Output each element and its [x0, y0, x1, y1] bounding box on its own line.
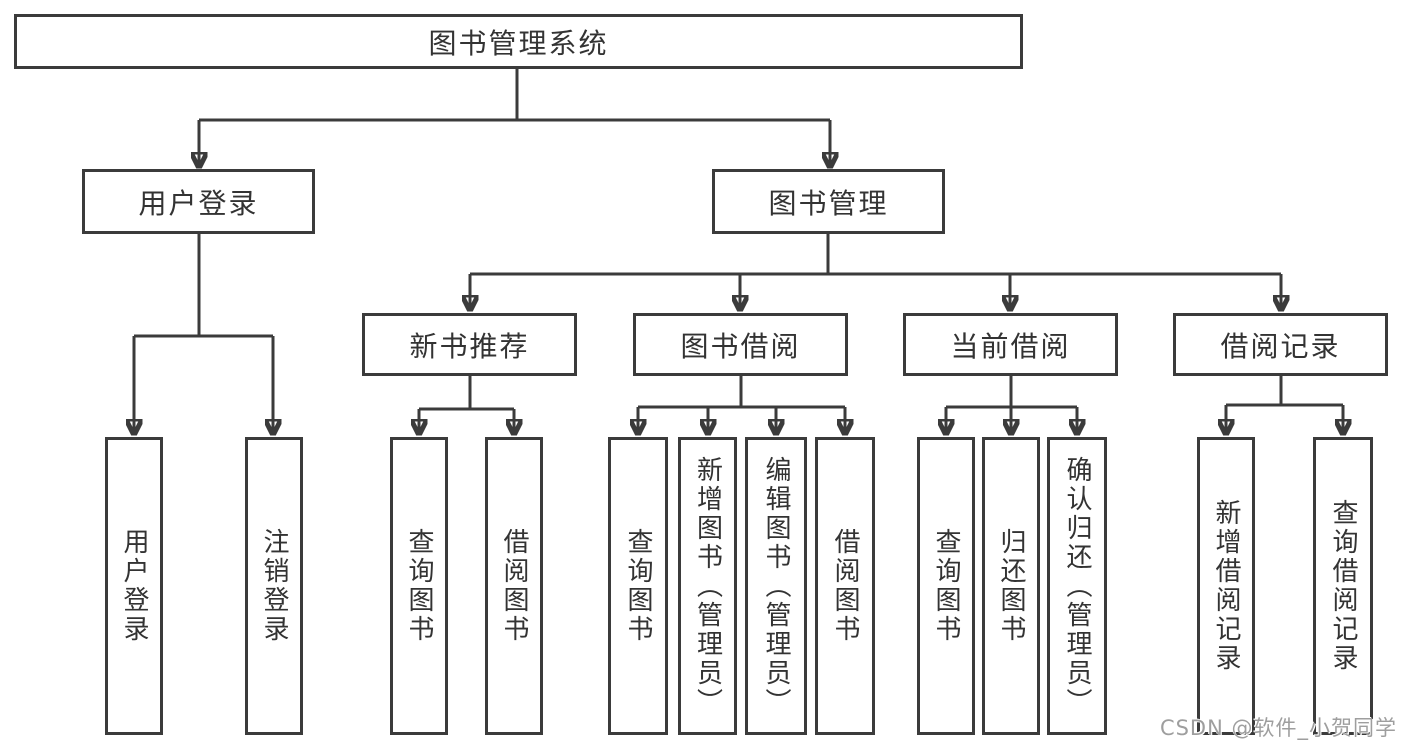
leaf-return-book: 归还图书	[982, 437, 1040, 735]
leaf-query-books-current: 查询图书	[917, 437, 975, 735]
node-book-borrowing: 图书借阅	[633, 313, 848, 376]
leaf-label: 查询图书	[623, 528, 653, 644]
node-label: 借阅记录	[1220, 329, 1341, 363]
leaf-label: 查询图书	[404, 528, 434, 644]
leaf-user-login: 用户登录	[105, 437, 163, 735]
node-user-login: 用户登录	[82, 169, 315, 234]
leaf-borrow-books-borrowing: 借阅图书	[815, 437, 875, 735]
leaf-label: 归还图书	[996, 528, 1026, 644]
csdn-watermark: CSDN @软件_小贺同学	[1159, 716, 1397, 740]
leaf-logout: 注销登录	[245, 437, 303, 735]
leaf-label: 编辑图书（管理员）	[761, 455, 791, 717]
leaf-label: 新增借阅记录	[1211, 499, 1241, 673]
node-borrowing-records: 借阅记录	[1173, 313, 1388, 376]
leaf-query-books-borrowing: 查询图书	[608, 437, 668, 735]
node-label: 图书管理	[768, 186, 889, 220]
leaf-query-books-recommend: 查询图书	[390, 437, 448, 735]
node-label: 当前借阅	[950, 329, 1071, 363]
node-book-management: 图书管理	[712, 169, 945, 234]
leaf-label: 注销登录	[259, 528, 289, 644]
leaf-add-borrow-record: 新增借阅记录	[1197, 437, 1255, 735]
leaf-query-borrow-record: 查询借阅记录	[1313, 437, 1373, 735]
node-new-book-recommendation: 新书推荐	[362, 313, 577, 376]
node-label: 新书推荐	[409, 329, 530, 363]
leaf-label: 用户登录	[119, 528, 149, 644]
node-label: 图书借阅	[680, 329, 801, 363]
leaf-label: 借阅图书	[499, 528, 529, 644]
node-current-borrowing: 当前借阅	[903, 313, 1118, 376]
leaf-edit-book-admin: 编辑图书（管理员）	[745, 437, 807, 735]
leaf-borrow-books-recommend: 借阅图书	[485, 437, 543, 735]
leaf-label: 查询图书	[931, 528, 961, 644]
node-library-management-system: 图书管理系统	[14, 14, 1023, 69]
leaf-label: 新增图书（管理员）	[692, 455, 723, 717]
leaf-label: 查询借阅记录	[1328, 499, 1358, 673]
leaf-label: 借阅图书	[830, 528, 860, 644]
leaf-add-book-admin: 新增图书（管理员）	[678, 437, 737, 735]
leaf-label: 确认归还（管理员）	[1062, 455, 1092, 717]
node-label: 图书管理系统	[428, 26, 609, 60]
leaf-confirm-return-admin: 确认归还（管理员）	[1047, 437, 1107, 735]
node-label: 用户登录	[138, 186, 259, 220]
